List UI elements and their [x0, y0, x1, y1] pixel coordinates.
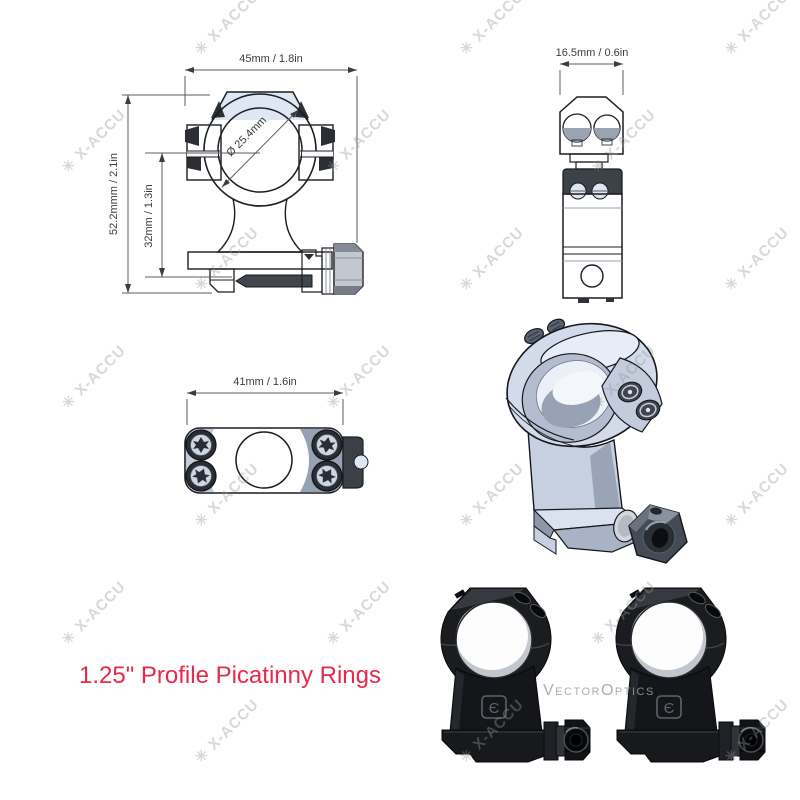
dim-width-label: 45mm / 1.8in — [239, 53, 303, 65]
torx-screw-icon — [185, 460, 217, 492]
clamp-screw-icon — [593, 114, 621, 146]
watermark-tile: ✳ X-ACCU — [721, 0, 793, 59]
hex-nut-icon — [628, 504, 688, 564]
cross-bolt-end — [580, 264, 604, 288]
watermark-tile: ✳ X-ACCU — [456, 0, 528, 59]
dim-top-width-label: 41mm / 1.6in — [233, 376, 297, 388]
front-view-drawing: 45mm / 1.8in 52.2mmm / 2.1in 32mm / 1.3i… — [108, 53, 364, 295]
clamp-bolt-icon — [185, 126, 199, 146]
picatinny-ring-left — [440, 587, 591, 763]
iso-view-drawing — [505, 318, 688, 564]
dim-height-label: 52.2mmm / 2.1in — [108, 153, 120, 235]
watermark-tile: ✳ X-ACCU — [721, 223, 793, 295]
dim-saddle-height-label: 32mm / 1.3in — [143, 184, 155, 248]
top-view-dimensions: 41mm / 1.6in — [186, 376, 344, 425]
dim-side-width-label: 16.5mm / 0.6in — [556, 47, 629, 59]
iso-part — [505, 318, 688, 564]
cross-bolt — [235, 274, 313, 288]
rail-flange — [187, 251, 333, 270]
watermark-tile: ✳ X-ACCU — [58, 577, 130, 649]
hex-nut-icon — [333, 243, 364, 295]
watermark-tile: ✳ X-ACCU — [58, 341, 130, 413]
ring-bore — [217, 107, 303, 193]
top-view-part — [184, 427, 369, 494]
product-photo: Є — [400, 570, 800, 800]
watermark-tile: ✳ X-ACCU — [721, 459, 793, 531]
picatinny-ring-right — [615, 587, 766, 763]
top-view-drawing: 41mm / 1.6in — [184, 376, 369, 494]
watermark-tile: ✳ X-ACCU — [323, 577, 395, 649]
side-view-dimensions: 16.5mm / 0.6in — [556, 47, 629, 95]
clamp-screw-icon — [562, 113, 592, 147]
torx-screw-icon — [311, 460, 343, 492]
torx-screw-icon — [635, 399, 661, 421]
clamp-bolt-icon — [321, 126, 335, 146]
watermark-tile: ✳ X-ACCU — [191, 695, 263, 767]
front-view-part — [185, 91, 364, 295]
dim-bore-label: Ø 25.4mm — [224, 114, 269, 159]
side-view-part — [559, 96, 624, 303]
ring-bore-top — [235, 431, 293, 489]
brand-watermark: VectorOptics — [543, 682, 655, 699]
product-caption: 1.25" Profile Picatinny Rings — [79, 662, 382, 689]
watermark-tile: ✳ X-ACCU — [456, 223, 528, 295]
torx-screw-icon — [185, 429, 217, 461]
torx-screw-icon — [617, 381, 643, 403]
side-view-drawing: 16.5mm / 0.6in — [556, 47, 629, 303]
torx-screw-icon — [311, 429, 343, 461]
front-view-dimensions: 45mm / 1.8in 52.2mmm / 2.1in 32mm / 1.3i… — [108, 53, 358, 294]
